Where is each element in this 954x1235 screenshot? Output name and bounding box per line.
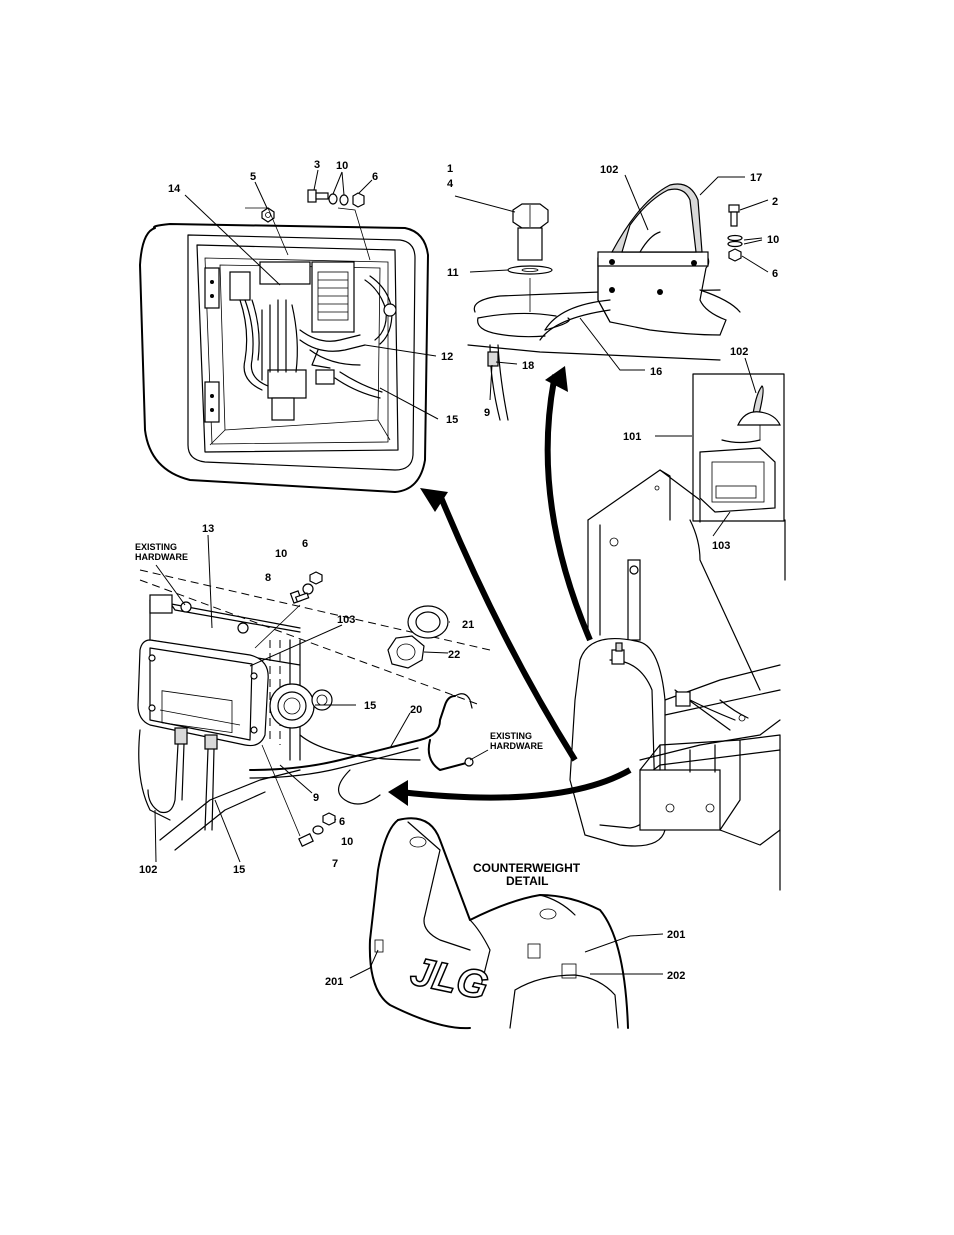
control-box-assembly — [140, 224, 428, 492]
module-detail-assembly — [138, 570, 490, 850]
jlg-logo: JLG — [407, 949, 492, 1008]
callout-202: 202 — [667, 970, 685, 982]
callout-201a: 201 — [667, 929, 685, 941]
callout-15b: 15 — [364, 700, 376, 712]
callout-13: 13 — [202, 523, 214, 535]
callout-6c: 6 — [302, 538, 308, 550]
callout-22: 22 — [448, 649, 460, 661]
callout-10b: 10 — [767, 234, 779, 246]
callout-10d: 10 — [341, 836, 353, 848]
callout-103a: 103 — [712, 540, 730, 552]
callout-6d: 6 — [339, 816, 345, 828]
callout-7: 7 — [332, 858, 338, 870]
callout-10a: 10 — [336, 160, 348, 172]
callout-9a: 9 — [484, 407, 490, 419]
callout-6a: 6 — [372, 171, 378, 183]
callout-5: 5 — [250, 171, 256, 183]
callout-12: 12 — [441, 351, 453, 363]
callout-103b: 103 — [337, 614, 355, 626]
callout-15c: 15 — [233, 864, 245, 876]
callout-8: 8 — [265, 572, 271, 584]
callout-3: 3 — [314, 159, 320, 171]
callout-14: 14 — [168, 183, 181, 195]
callout-18: 18 — [522, 360, 534, 372]
callout-201b: 201 — [325, 976, 343, 988]
callout-102b: 102 — [730, 346, 748, 358]
counterweight-detail-title-line1: COUNTERWEIGHT — [473, 861, 581, 875]
existing-hardware-note-1-line1: EXISTING — [135, 542, 177, 552]
callout-101: 101 — [623, 431, 641, 443]
counterweight-assembly: JLG — [370, 818, 628, 1028]
callout-1: 1 — [447, 163, 453, 175]
callout-17: 17 — [750, 172, 762, 184]
callout-2: 2 — [772, 196, 778, 208]
callout-16: 16 — [650, 366, 662, 378]
callout-4: 4 — [447, 178, 454, 190]
callout-11: 11 — [447, 267, 459, 279]
callout-9b: 9 — [313, 792, 319, 804]
callout-20: 20 — [410, 704, 422, 716]
callout-102a: 102 — [600, 164, 618, 176]
machine-chassis — [570, 470, 785, 890]
callout-10c: 10 — [275, 548, 287, 560]
existing-hardware-note-1-line2: HARDWARE — [135, 552, 188, 562]
existing-hardware-note-2-line2: HARDWARE — [490, 741, 543, 751]
inset-kit-101 — [693, 374, 784, 521]
callout-15a: 15 — [446, 414, 458, 426]
callout-102c: 102 — [139, 864, 157, 876]
callout-6b: 6 — [772, 268, 778, 280]
counterweight-detail-title-line2: DETAIL — [506, 874, 548, 888]
existing-hardware-note-2-line1: EXISTING — [490, 731, 532, 741]
callout-21: 21 — [462, 619, 474, 631]
antenna-mount-assembly — [468, 184, 742, 420]
